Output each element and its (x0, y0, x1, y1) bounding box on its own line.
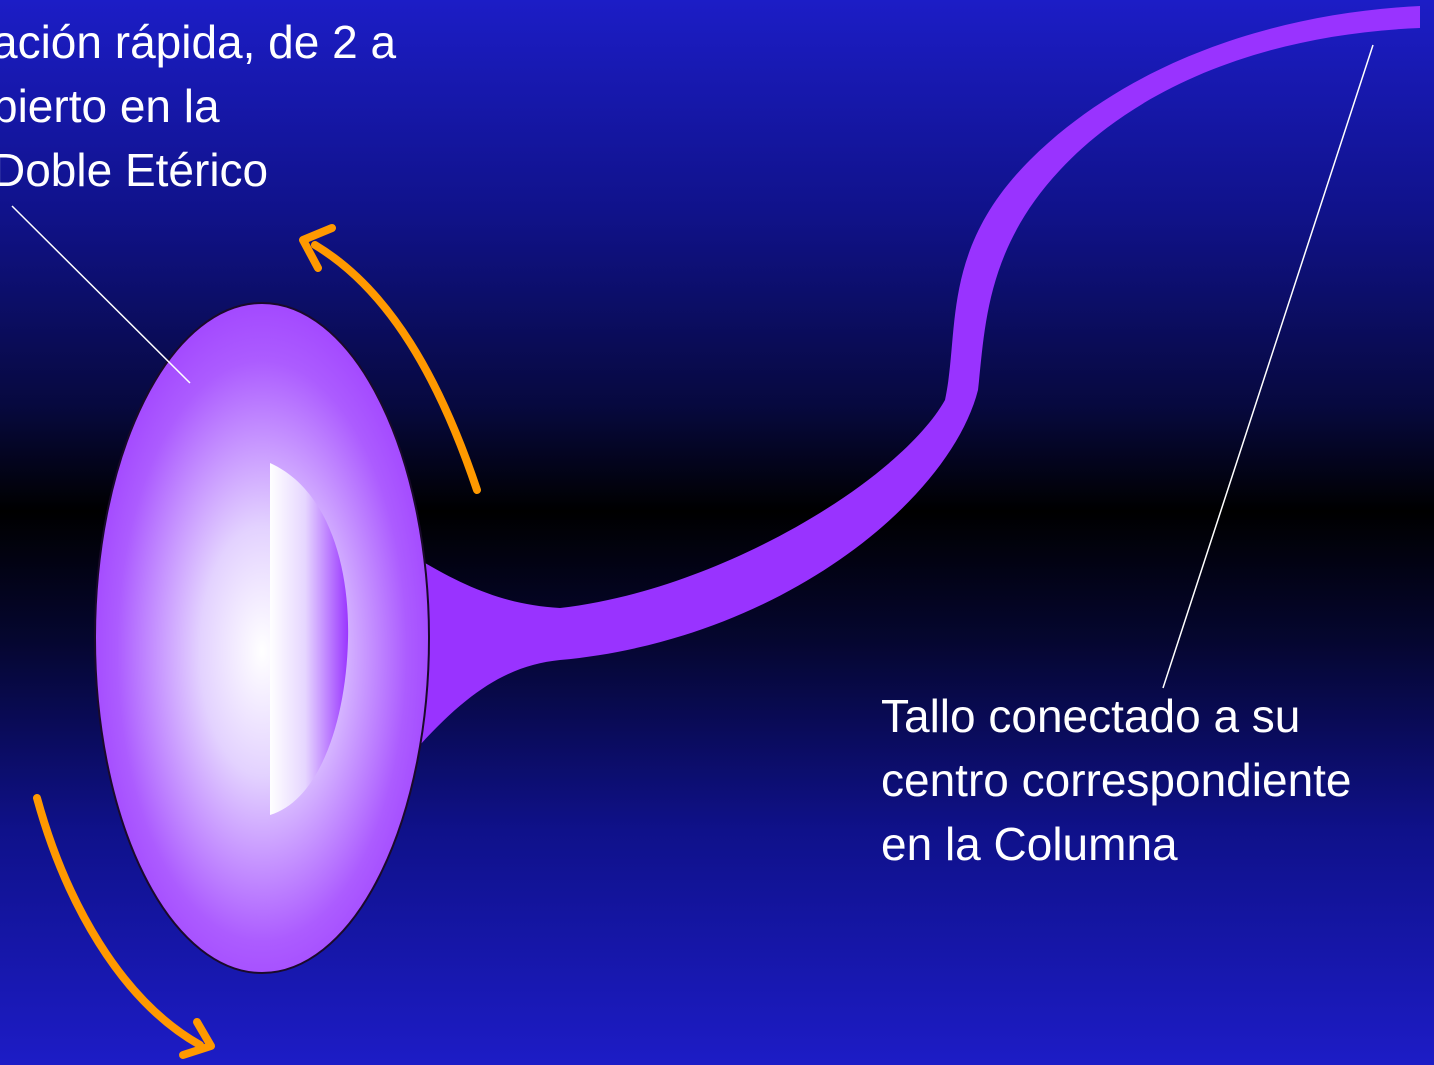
label-top-line-1: ación rápida, de 2 a (0, 16, 397, 68)
chakra-vortex (94, 302, 430, 974)
chakra-lens (270, 463, 349, 815)
label-stem-line-1: Tallo conectado a su (881, 690, 1301, 742)
label-stem-line-3: en la Columna (881, 818, 1178, 870)
arrowhead-upper (299, 224, 336, 272)
label-top-line-2: bierto en la (0, 80, 220, 132)
pointer-line-top (11, 205, 191, 384)
rotation-arrow-upper (311, 241, 481, 494)
label-top-description: ación rápida, de 2 a bierto en la Doble … (0, 10, 396, 202)
rotation-arrow-lower (33, 794, 204, 1049)
label-stem-description: Tallo conectado a su centro correspondie… (881, 684, 1352, 876)
stem (420, 6, 1420, 745)
pointer-line-stem (1162, 44, 1374, 689)
label-top-line-3: Doble Etérico (0, 144, 269, 196)
label-stem-line-2: centro correspondiente (881, 754, 1352, 806)
arrowhead-lower (179, 1018, 215, 1059)
